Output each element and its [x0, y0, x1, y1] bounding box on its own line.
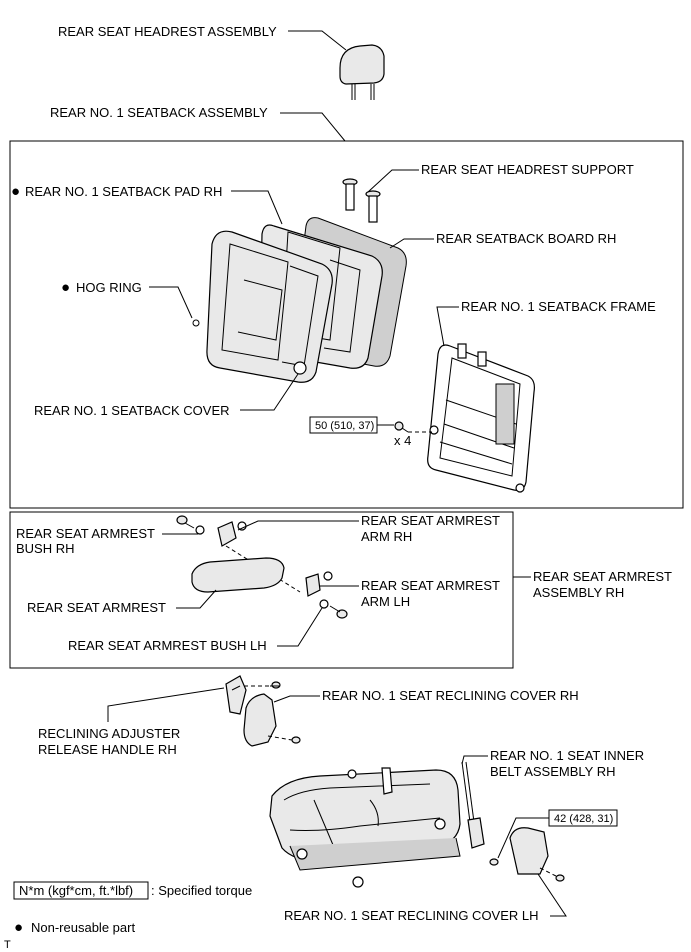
screw-cover-lh [555, 874, 565, 882]
reclining-handle-drawing [225, 675, 247, 715]
bolt-drawing [394, 421, 409, 433]
label-rear-seat-headrest-support: REAR SEAT HEADREST SUPPORT [421, 162, 634, 177]
label-x4: x 4 [394, 433, 411, 448]
seatback-frame-drawing [427, 343, 535, 493]
headrest-drawing [339, 44, 385, 100]
seatback-group-box [9, 140, 684, 509]
label-reclining-handle-1: RECLINING ADJUSTER [38, 726, 180, 741]
headrest-support-drawing [342, 178, 381, 223]
label-armrest-arm-lh-2: ARM LH [361, 594, 410, 609]
legend-nonreusable-desc: Non-reusable part [31, 920, 135, 935]
reclining-cover-lh-drawing [509, 827, 549, 875]
armrest-arm-lh-drawing [305, 571, 348, 619]
armrest-drawing [191, 557, 285, 593]
legend-torque-box [13, 881, 149, 900]
label-rear-seatback-board-rh: REAR SEATBACK BOARD RH [436, 231, 616, 246]
reclining-cover-rh-drawing [243, 693, 277, 747]
corner-mark: T [4, 939, 11, 951]
screw-cover-rh [291, 736, 301, 744]
label-armrest-bush-rh-2: BUSH RH [16, 541, 75, 556]
label-inner-belt-2: BELT ASSEMBLY RH [490, 764, 615, 779]
label-hog-ring: HOG RING [76, 280, 142, 295]
label-rear-no1-seatback-frame: REAR NO. 1 SEATBACK FRAME [461, 299, 656, 314]
label-armrest-assembly-rh-1: REAR SEAT ARMREST [533, 569, 672, 584]
label-rear-no1-seatback-pad-rh: REAR NO. 1 SEATBACK PAD RH [25, 184, 222, 199]
label-rear-no1-seatback-assembly: REAR NO. 1 SEATBACK ASSEMBLY [50, 105, 268, 120]
torque-seatback-frame: 50 (510, 37) [315, 420, 374, 432]
label-armrest-arm-rh-1: REAR SEAT ARMREST [361, 513, 500, 528]
legend-nonreusable-dot: ● [14, 919, 23, 936]
legend-torque-desc: : Specified torque [151, 883, 252, 898]
hog-ring-drawing [192, 319, 200, 327]
label-armrest-arm-rh-2: ARM RH [361, 529, 412, 544]
nonreusable-mark-pad: ● [11, 183, 20, 200]
label-armrest-bush-rh-1: REAR SEAT ARMREST [16, 526, 155, 541]
seat-cushion-drawing [269, 767, 461, 888]
label-reclining-cover-rh: REAR NO. 1 SEAT RECLINING COVER RH [322, 688, 579, 703]
label-armrest-arm-lh-1: REAR SEAT ARMREST [361, 578, 500, 593]
torque-inner-belt: 42 (428, 31) [554, 813, 613, 825]
label-armrest-assembly-rh-2: ASSEMBLY RH [533, 585, 624, 600]
label-rear-no1-seatback-cover: REAR NO. 1 SEATBACK COVER [34, 403, 230, 418]
label-armrest-bush-lh: REAR SEAT ARMREST BUSH LH [68, 638, 267, 653]
label-reclining-cover-lh: REAR NO. 1 SEAT RECLINING COVER LH [284, 908, 539, 923]
seatback-cover-drawing [206, 230, 333, 383]
armrest-arm-rh-drawing [176, 515, 247, 547]
screw-handle [270, 681, 281, 689]
nonreusable-mark-hogring: ● [61, 279, 70, 296]
armrest-group-box [9, 511, 514, 669]
label-inner-belt-1: REAR NO. 1 SEAT INNER [490, 748, 644, 763]
label-rear-seat-headrest-assembly: REAR SEAT HEADREST ASSEMBLY [58, 24, 277, 39]
label-reclining-handle-2: RELEASE HANDLE RH [38, 742, 177, 757]
label-rear-seat-armrest: REAR SEAT ARMREST [27, 600, 166, 615]
legend-torque-unit: N*m (kgf*cm, ft.*lbf) [19, 883, 133, 898]
inner-belt-drawing [461, 761, 499, 866]
